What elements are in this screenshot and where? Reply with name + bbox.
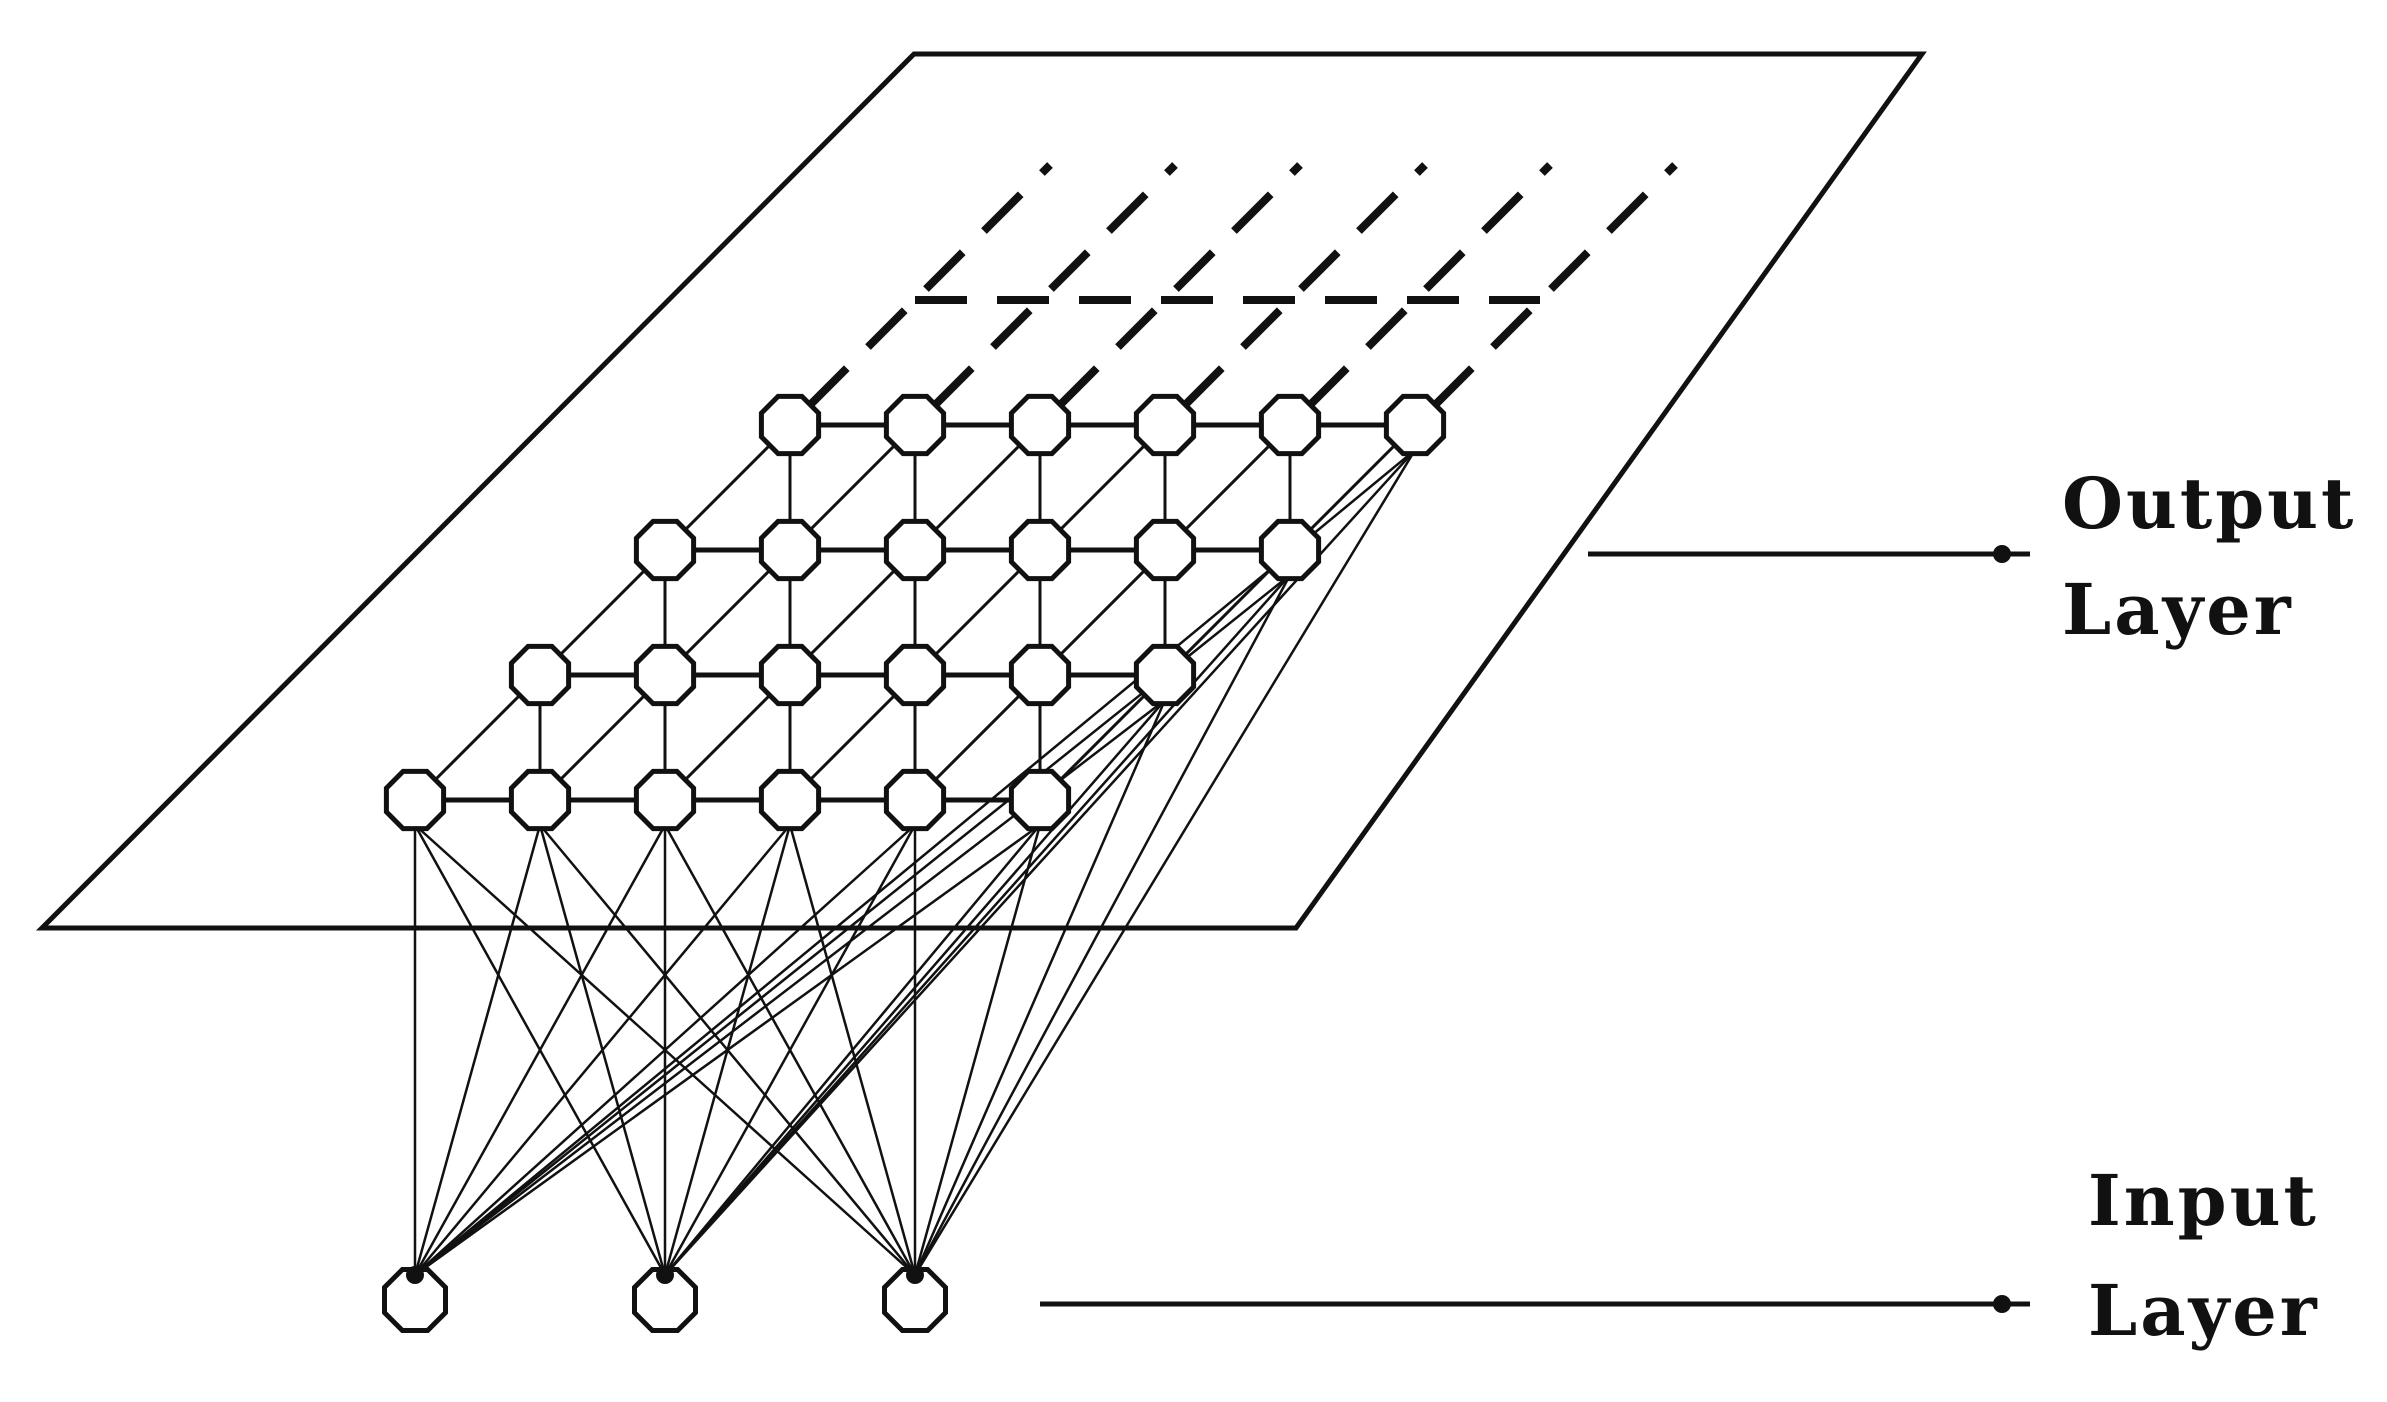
- output-node: [1258, 393, 1322, 457]
- output-layer-plane: [35, 51, 1927, 931]
- output-node: [1008, 518, 1072, 582]
- output-node: [883, 393, 947, 457]
- lattice-column-line: [1038, 423, 1417, 802]
- output-node: [1008, 643, 1072, 707]
- connection-line: [413, 824, 667, 1276]
- output-node: [633, 518, 697, 582]
- connection-line: [788, 824, 917, 1276]
- output-node: [1133, 518, 1197, 582]
- input-node-connector: [906, 1266, 924, 1284]
- connection-line: [539, 824, 916, 1276]
- output-node: [1258, 518, 1322, 582]
- connection-line: [538, 824, 667, 1276]
- input-node: [632, 1267, 698, 1333]
- input-node: [882, 1267, 948, 1333]
- output-node: [758, 643, 822, 707]
- dashed-column-line: [1182, 162, 1428, 408]
- lattice-column-line: [538, 423, 917, 802]
- lattice-column-line: [413, 423, 792, 802]
- input-pointer-dot: [1993, 1295, 2011, 1313]
- output-node: [1383, 393, 1447, 457]
- input-layer-label-line1: Input: [2088, 1159, 2319, 1242]
- connection-line: [913, 574, 1292, 1276]
- lattice-column-line: [788, 423, 1167, 802]
- output-grid-lattice: [413, 422, 1417, 803]
- lattice-column-line: [913, 423, 1292, 802]
- input-node-connector: [406, 1266, 424, 1284]
- output-node: [758, 518, 822, 582]
- output-layer-label-line1: Output: [2062, 462, 2356, 545]
- input-node: [382, 1267, 448, 1333]
- input-nodes: [382, 1266, 948, 1333]
- output-node: [1008, 393, 1072, 457]
- output-layer-label-line2: Layer: [2062, 568, 2294, 651]
- output-node: [883, 518, 947, 582]
- input-node-connector: [656, 1266, 674, 1284]
- connection-line: [664, 449, 1416, 1276]
- output-node: [883, 643, 947, 707]
- dashed-column-line: [932, 162, 1178, 408]
- output-node: [1133, 393, 1197, 457]
- connection-line: [913, 449, 1417, 1276]
- output-node: [883, 768, 947, 832]
- lattice-column-line: [663, 423, 1042, 802]
- output-nodes: [383, 393, 1447, 832]
- dashed-grid-extension: [807, 162, 1678, 408]
- connection-line: [413, 824, 542, 1276]
- dashed-column-line: [807, 162, 1053, 408]
- output-node: [1008, 768, 1072, 832]
- input-layer-label-line2: Layer: [2088, 1269, 2320, 1352]
- output-node: [633, 643, 697, 707]
- output-node: [508, 768, 572, 832]
- output-node: [508, 643, 572, 707]
- dashed-column-line: [1432, 162, 1678, 408]
- output-node: [633, 768, 697, 832]
- output-node: [758, 768, 822, 832]
- connection-line: [913, 699, 1167, 1276]
- output-node: [1133, 643, 1197, 707]
- connection-line: [663, 824, 917, 1276]
- output-pointer-dot: [1993, 545, 2011, 563]
- dashed-column-line: [1057, 162, 1303, 408]
- connection-line: [414, 824, 916, 1276]
- output-node: [758, 393, 822, 457]
- dashed-column-line: [1307, 162, 1553, 408]
- output-node: [383, 768, 447, 832]
- connection-line: [913, 824, 1042, 1276]
